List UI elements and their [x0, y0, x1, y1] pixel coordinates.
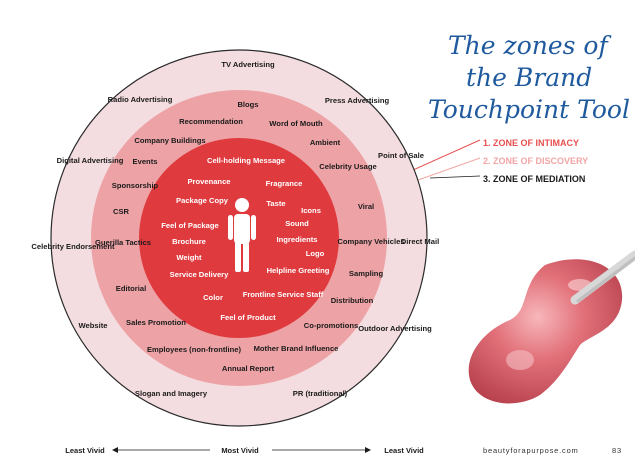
intimacy-sound: Sound: [285, 219, 309, 228]
mediation-digital-advertising: Digital Advertising: [57, 156, 124, 165]
intimacy-feel-of-package: Feel of Package: [161, 221, 218, 230]
discovery-sales-promotion: Sales Promotion: [126, 318, 186, 327]
discovery-company-vehicles: Company Vehicles: [337, 237, 404, 246]
discovery-blogs: Blogs: [237, 100, 258, 109]
cell-holding-line: Cell-holding Message: [207, 156, 285, 165]
title-line-3: Touchpoint Tool: [428, 95, 630, 124]
title-line-2: the Brand: [466, 63, 592, 92]
intimacy-icons: Icons: [301, 206, 321, 215]
discovery-guerilla-tactics: Guerilla Tactics: [95, 238, 151, 247]
intimacy-service-delivery: Service Delivery: [170, 270, 229, 279]
mediation-website: Website: [79, 321, 108, 330]
intimacy-cell-holding-message: Cell-holding Message: [207, 156, 285, 165]
title-line-1: The zones of: [448, 31, 611, 60]
zone-intimacy-label: 1. ZONE OF INTIMACY: [483, 138, 579, 148]
mediation-press-advertising: Press Advertising: [325, 96, 390, 105]
intimacy-weight: Weight: [176, 253, 202, 262]
axis-arrow-left-icon: [112, 447, 118, 453]
mediation-celebrity-endorsement: Celebrity Endorsement: [31, 242, 115, 251]
footer-site: beautyforapurpose.com: [483, 446, 579, 455]
axis-right-label: Least Vivid: [384, 446, 424, 455]
discovery-employees-non-frontline: Employees (non-frontline): [147, 345, 242, 354]
lip-gloss-swatch-image: [468, 250, 635, 404]
intimacy-color: Color: [203, 293, 223, 302]
discovery-annual-report: Annual Report: [222, 364, 275, 373]
intimacy-taste: Taste: [266, 199, 285, 208]
axis-center-label: Most Vivid: [221, 446, 259, 455]
axis-arrow-right-icon: [365, 447, 371, 453]
mediation-pr-traditional: PR (traditional): [293, 389, 348, 398]
discovery-editorial: Editorial: [116, 284, 146, 293]
discovery-celebrity-usage: Celebrity Usage: [319, 162, 376, 171]
discovery-sponsorship: Sponsorship: [112, 181, 159, 190]
zone-mediation-leader: [429, 175, 481, 179]
discovery-company-buildings: Company Buildings: [134, 136, 205, 145]
discovery-recommendation: Recommendation: [179, 117, 243, 126]
discovery-events: Events: [133, 157, 158, 166]
person-icon: [228, 198, 256, 272]
mediation-radio-advertising: Radio Advertising: [108, 95, 173, 104]
mediation-slogan-and-imagery: Slogan and Imagery: [135, 389, 208, 398]
intimacy-frontline-service-staff: Frontline Service Staff: [243, 290, 324, 299]
discovery-co-promotions: Co-promotions: [304, 321, 358, 330]
intimacy-brochure: Brochure: [172, 237, 206, 246]
discovery-mother-brand-influence: Mother Brand Influence: [254, 344, 339, 353]
zone-mediation-label: 3. ZONE OF MEDIATION: [483, 174, 585, 184]
footer-page-number: 83: [612, 446, 622, 455]
discovery-csr: CSR: [113, 207, 130, 216]
intimacy-provenance: Provenance: [187, 177, 230, 186]
mediation-direct-mail: Direct Mail: [401, 237, 439, 246]
intimacy-fragrance: Fragrance: [266, 179, 303, 188]
axis-left-label: Least Vivid: [65, 446, 105, 455]
discovery-word-of-mouth: Word of Mouth: [269, 119, 323, 128]
discovery-distribution: Distribution: [331, 296, 374, 305]
intimacy-package-copy: Package Copy: [176, 196, 229, 205]
discovery-ambient: Ambient: [310, 138, 341, 147]
intimacy-ingredients: Ingredients: [277, 235, 318, 244]
zone-discovery-label: 2. ZONE OF DISCOVERY: [483, 156, 588, 166]
mediation-tv-advertising: TV Advertising: [221, 60, 275, 69]
discovery-sampling: Sampling: [349, 269, 384, 278]
mediation-point-of-sale: Point of Sale: [378, 151, 424, 160]
mediation-outdoor-advertising: Outdoor Advertising: [358, 324, 432, 333]
intimacy-helpline-greeting: Helpline Greeting: [267, 266, 330, 275]
intimacy-feel-of-product: Feel of Product: [220, 313, 276, 322]
intimacy-logo: Logo: [306, 249, 325, 258]
discovery-viral: Viral: [358, 202, 374, 211]
